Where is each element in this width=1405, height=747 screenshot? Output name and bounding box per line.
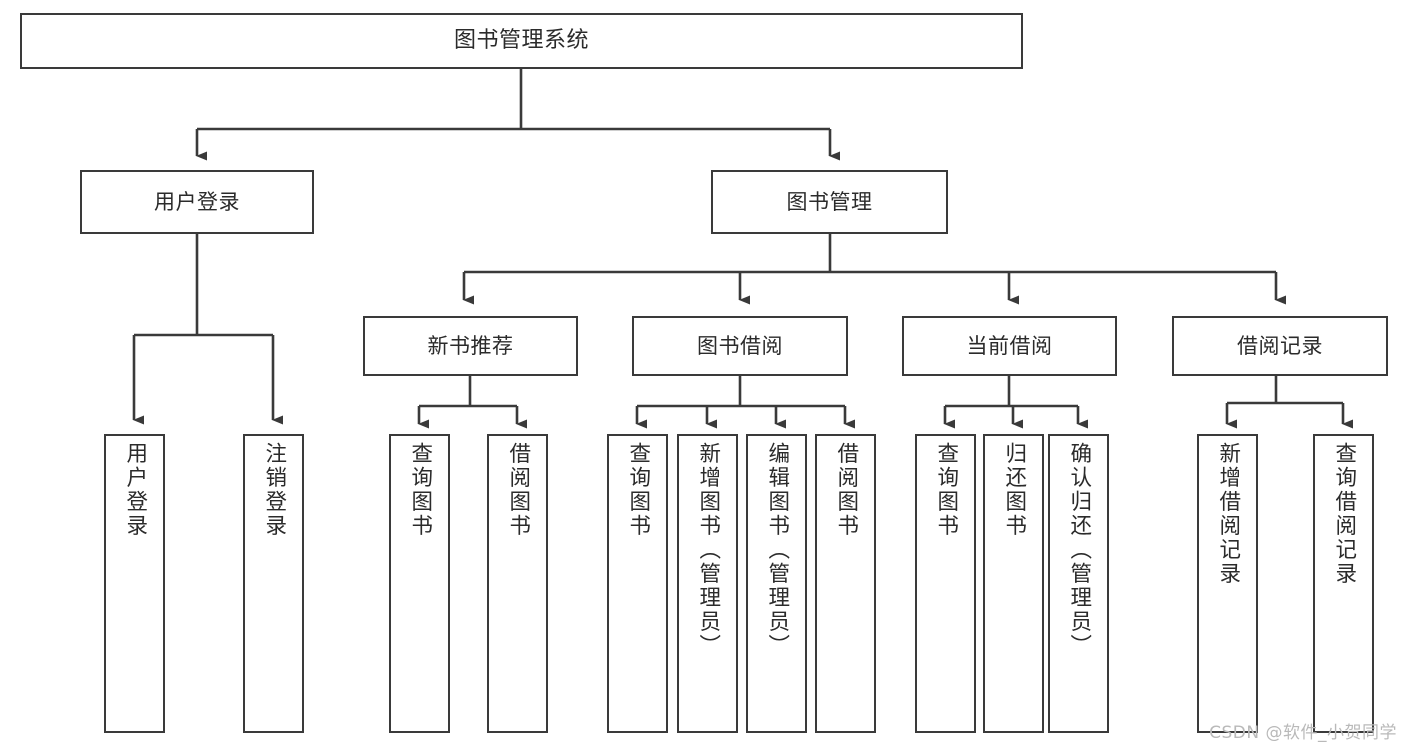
node-leaf-logout-login-label: 注销登录 bbox=[261, 442, 287, 538]
node-leaf-query-book-rec[interactable]: 查询图书 bbox=[389, 434, 450, 733]
node-book-borrow-label: 图书借阅 bbox=[697, 333, 783, 358]
node-leaf-return-book-label: 归还图书 bbox=[1001, 442, 1027, 538]
node-leaf-borrow-book-rec-label: 借阅图书 bbox=[505, 442, 531, 538]
node-root[interactable]: 图书管理系统 bbox=[20, 13, 1023, 69]
node-borrow-record-label: 借阅记录 bbox=[1237, 333, 1323, 358]
node-leaf-add-record-label: 新增借阅记录 bbox=[1215, 442, 1241, 586]
node-current-borrow[interactable]: 当前借阅 bbox=[902, 316, 1117, 376]
node-root-label: 图书管理系统 bbox=[453, 28, 589, 54]
node-leaf-borrow-book-rec[interactable]: 借阅图书 bbox=[487, 434, 548, 733]
node-new-book-recommend-label: 新书推荐 bbox=[427, 333, 514, 358]
node-leaf-add-book-label: 新增图书（管理员） bbox=[695, 442, 721, 658]
node-leaf-confirm-return-label: 确认归还（管理员） bbox=[1066, 442, 1092, 658]
node-book-management-label: 图书管理 bbox=[786, 189, 873, 214]
node-leaf-query-book-rec-label: 查询图书 bbox=[407, 442, 433, 538]
watermark: CSDN @软件_小贺同学 bbox=[1209, 723, 1397, 743]
node-leaf-confirm-return[interactable]: 确认归还（管理员） bbox=[1048, 434, 1109, 733]
node-leaf-add-record[interactable]: 新增借阅记录 bbox=[1197, 434, 1258, 733]
node-user-login[interactable]: 用户登录 bbox=[80, 170, 314, 234]
node-leaf-return-book[interactable]: 归还图书 bbox=[983, 434, 1044, 733]
node-leaf-borrow-book-label: 借阅图书 bbox=[833, 442, 859, 538]
node-leaf-query-record[interactable]: 查询借阅记录 bbox=[1313, 434, 1374, 733]
node-leaf-edit-book[interactable]: 编辑图书（管理员） bbox=[746, 434, 807, 733]
node-book-borrow[interactable]: 图书借阅 bbox=[632, 316, 848, 376]
node-leaf-user-login[interactable]: 用户登录 bbox=[104, 434, 165, 733]
node-current-borrow-label: 当前借阅 bbox=[966, 333, 1053, 358]
node-leaf-edit-book-label: 编辑图书（管理员） bbox=[764, 442, 790, 658]
node-leaf-user-login-label: 用户登录 bbox=[122, 442, 148, 538]
node-leaf-query-book-current-label: 查询图书 bbox=[933, 442, 959, 538]
node-leaf-logout-login[interactable]: 注销登录 bbox=[243, 434, 304, 733]
node-new-book-recommend[interactable]: 新书推荐 bbox=[363, 316, 578, 376]
node-borrow-record[interactable]: 借阅记录 bbox=[1172, 316, 1388, 376]
node-leaf-borrow-book[interactable]: 借阅图书 bbox=[815, 434, 876, 733]
node-leaf-query-book-borrow[interactable]: 查询图书 bbox=[607, 434, 668, 733]
node-leaf-query-record-label: 查询借阅记录 bbox=[1331, 442, 1357, 586]
node-leaf-query-book-current[interactable]: 查询图书 bbox=[915, 434, 976, 733]
node-leaf-add-book[interactable]: 新增图书（管理员） bbox=[677, 434, 738, 733]
node-leaf-query-book-borrow-label: 查询图书 bbox=[625, 442, 651, 538]
node-book-management[interactable]: 图书管理 bbox=[711, 170, 948, 234]
node-user-login-label: 用户登录 bbox=[154, 189, 240, 214]
